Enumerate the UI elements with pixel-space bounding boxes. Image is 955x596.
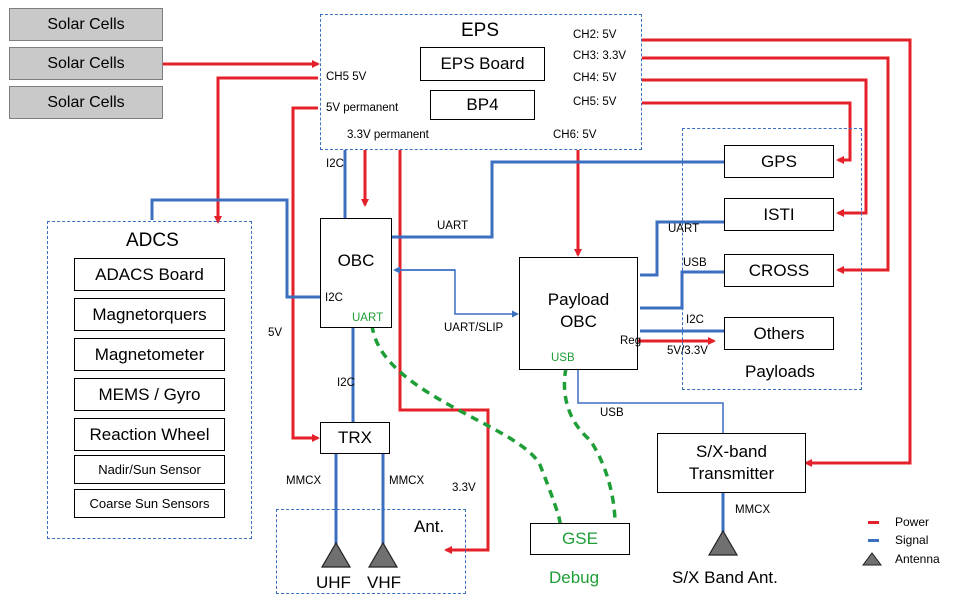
link-label-33v: 3.3V bbox=[452, 482, 476, 494]
payload-obc-usb-label: USB bbox=[551, 352, 575, 364]
payloads-group bbox=[682, 128, 862, 390]
eps-channel-ch5: CH5: 5V bbox=[573, 96, 617, 108]
eps-group bbox=[320, 14, 642, 150]
power-line-ch4-isti bbox=[642, 78, 868, 217]
adcs-item-nadir-sun-sensor: Nadir/Sun Sensor bbox=[74, 455, 225, 484]
antenna-group bbox=[276, 509, 466, 594]
payload-isti: ISTI bbox=[724, 198, 834, 231]
power-line-ch5-gps bbox=[642, 101, 852, 164]
legend: Power Signal Antenna bbox=[860, 514, 955, 568]
legend-label-signal: Signal bbox=[895, 533, 929, 547]
obc-title: OBC bbox=[337, 251, 375, 270]
signal-legend-swatch bbox=[868, 539, 879, 542]
sx-band-antenna-label: S/X Band Ant. bbox=[672, 568, 778, 587]
legend-item-signal: Signal bbox=[860, 532, 955, 550]
obc-i2c-label: I2C bbox=[325, 292, 343, 304]
uhf-label: UHF bbox=[316, 573, 351, 592]
debug-line-payload-gse bbox=[562, 367, 617, 524]
adcs-title: ADCS bbox=[126, 230, 179, 251]
payload-gps: GPS bbox=[724, 145, 834, 178]
sx-antenna-icon bbox=[707, 529, 739, 556]
legend-label-antenna: Antenna bbox=[895, 552, 940, 566]
legend-item-antenna: Antenna bbox=[860, 550, 955, 568]
power-line-33v-ant bbox=[398, 150, 490, 554]
eps-channel-ch4: CH4: 5V bbox=[573, 72, 617, 84]
payloads-title: Payloads bbox=[745, 362, 815, 381]
adcs-item-coarse-sun-sensors: Coarse Sun Sensors bbox=[74, 489, 225, 518]
antenna-legend-icon bbox=[862, 552, 882, 566]
payload-others: Others bbox=[724, 317, 834, 350]
obc-uart-label: UART bbox=[352, 312, 384, 324]
eps-channel-ch6: CH6: 5V bbox=[553, 129, 597, 141]
vhf-antenna-icon bbox=[367, 541, 399, 568]
link-label-uart-slip: UART/SLIP bbox=[444, 322, 504, 334]
link-label-5v: 5V bbox=[268, 327, 283, 339]
debug-line-obc-gse bbox=[370, 324, 562, 524]
gse-debug-caption: Debug bbox=[549, 568, 600, 587]
trx-block: TRX bbox=[320, 422, 390, 454]
adcs-item-mems-gyro: MEMS / Gyro bbox=[74, 378, 225, 411]
eps-channel-ch3: CH3: 3.3V bbox=[573, 50, 627, 62]
uhf-antenna-icon bbox=[320, 541, 352, 568]
payload-obc-block: Payload OBC bbox=[519, 257, 638, 370]
link-label-i2c-others: I2C bbox=[686, 314, 704, 326]
antenna-title: Ant. bbox=[414, 517, 445, 536]
link-label-mmcx-vhf: MMCX bbox=[389, 475, 425, 487]
bp4-battery: BP4 bbox=[430, 90, 535, 120]
signal-line-usb-sx bbox=[577, 370, 724, 433]
link-label-i2c-trx: I2C bbox=[337, 377, 355, 389]
link-label-usb-cross: USB bbox=[683, 257, 707, 269]
eps-title: EPS bbox=[461, 20, 500, 41]
eps-5v-permanent-label: 5V permanent bbox=[326, 102, 399, 114]
vhf-label: VHF bbox=[367, 573, 401, 592]
link-label-uart-isti: UART bbox=[668, 223, 700, 235]
adcs-item-magnetorquers: Magnetorquers bbox=[74, 298, 225, 331]
power-line-5v-trx bbox=[291, 106, 320, 442]
obc-block: OBC bbox=[320, 218, 392, 328]
solar-cells-2: Solar Cells bbox=[9, 47, 163, 80]
adcs-item-reaction-wheel: Reaction Wheel bbox=[74, 418, 225, 451]
solar-cells-1: Solar Cells bbox=[9, 8, 163, 41]
legend-item-power: Power bbox=[860, 514, 955, 532]
eps-33v-permanent-label: 3.3V permanent bbox=[347, 129, 429, 141]
link-label-uart-gps: UART bbox=[437, 220, 469, 232]
signal-line-uart-slip bbox=[400, 269, 519, 318]
payload-cross: CROSS bbox=[724, 254, 834, 287]
link-label-reg-out: 5V/3.3V bbox=[667, 345, 708, 357]
link-label-i2c-eps: I2C bbox=[326, 158, 344, 170]
adcs-group bbox=[47, 221, 252, 539]
power-line-ch2-sx bbox=[642, 38, 912, 467]
eps-board: EPS Board bbox=[420, 47, 545, 81]
link-label-mmcx-sx: MMCX bbox=[735, 504, 771, 516]
eps-ch5-left-label: CH5 5V bbox=[326, 71, 367, 83]
legend-label-power: Power bbox=[895, 515, 930, 529]
signal-line-obc-gps bbox=[392, 160, 724, 239]
adcs-item-adacs-board: ADACS Board bbox=[74, 258, 225, 291]
payload-obc-title: Payload OBC bbox=[547, 289, 610, 331]
eps-channel-ch2: CH2: 5V bbox=[573, 29, 617, 41]
adcs-item-magnetometer: Magnetometer bbox=[74, 338, 225, 371]
payload-obc-reg-label: Reg bbox=[620, 335, 642, 347]
sx-band-transmitter: S/X-band Transmitter bbox=[657, 433, 806, 493]
power-legend-swatch bbox=[868, 521, 879, 524]
signal-line-adcs-obc bbox=[150, 198, 320, 299]
signal-line-payload-isti bbox=[640, 220, 724, 277]
link-label-usb-sx: USB bbox=[600, 407, 624, 419]
link-label-mmcx-uhf: MMCX bbox=[286, 475, 322, 487]
solar-cells-3: Solar Cells bbox=[9, 86, 163, 119]
gse-block: GSE bbox=[530, 523, 630, 555]
power-line-ch3-cross bbox=[642, 56, 890, 274]
power-line-ch5-adcs bbox=[214, 76, 318, 224]
